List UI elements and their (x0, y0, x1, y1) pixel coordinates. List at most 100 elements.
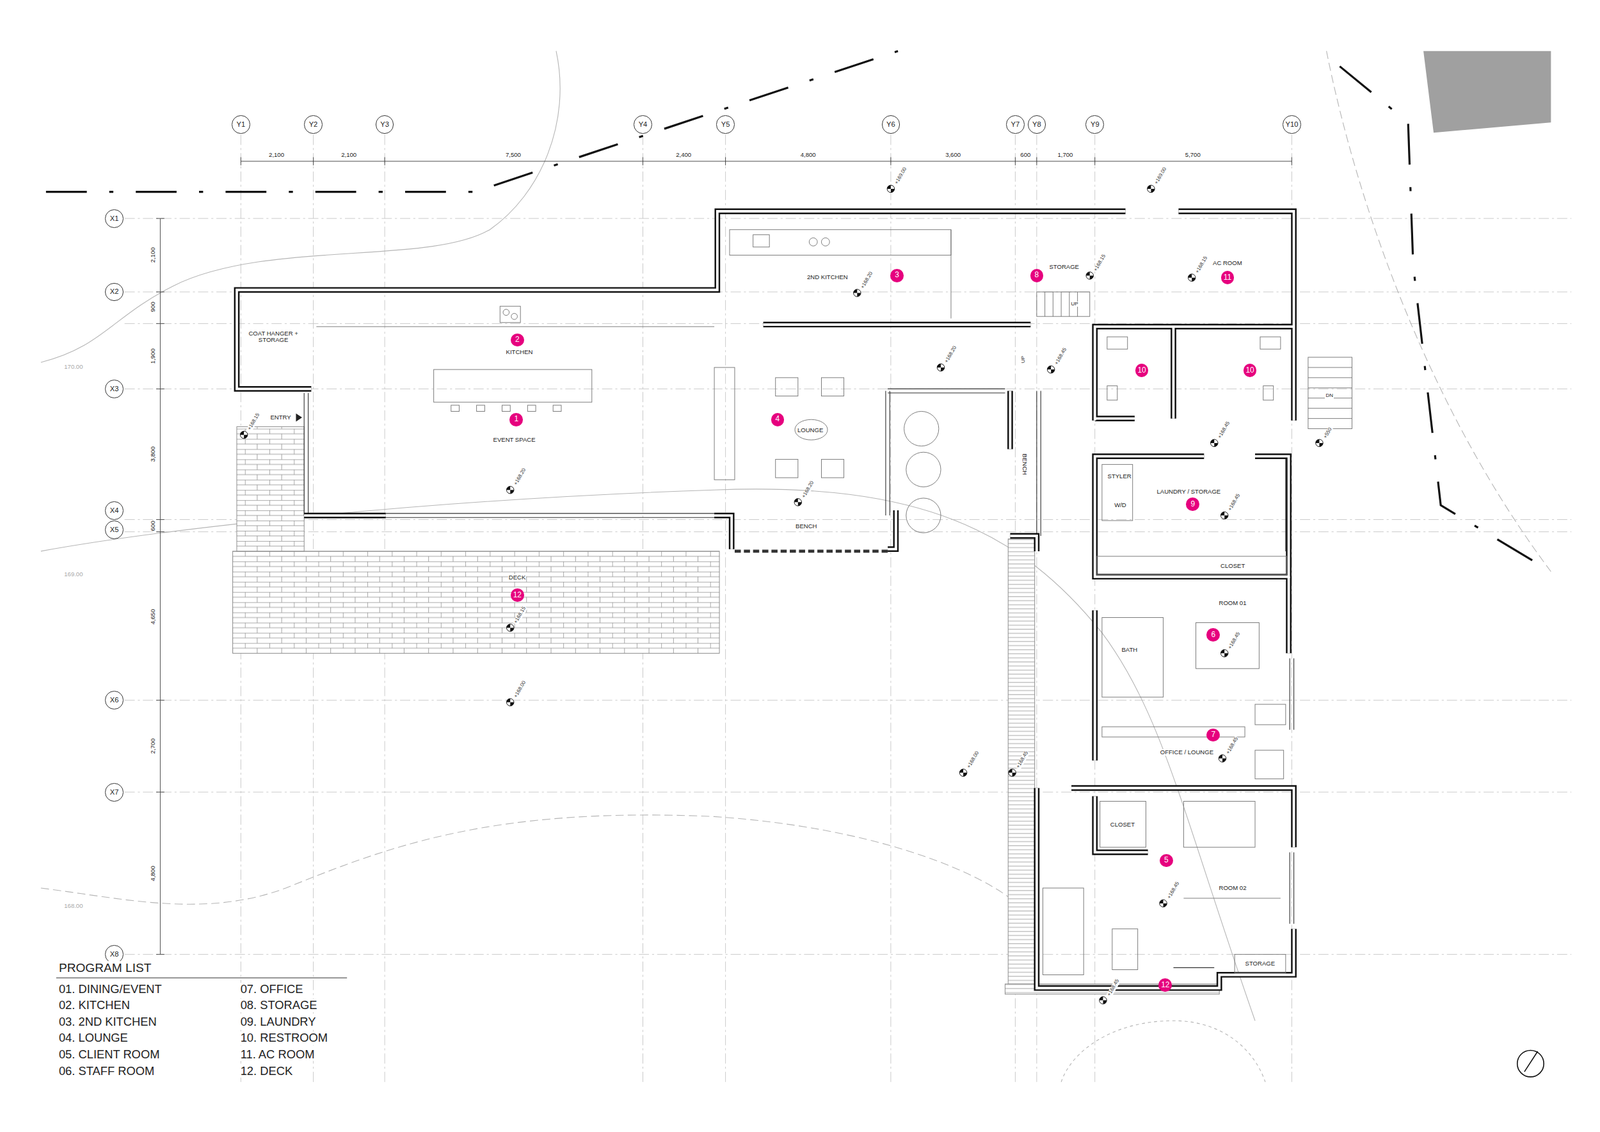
grid-label: X7 (110, 788, 120, 796)
grid-bubble: X1 (104, 209, 124, 228)
furniture (1255, 750, 1284, 779)
furniture (1112, 928, 1138, 970)
level-symbol (1220, 511, 1228, 519)
level-symbol (1218, 754, 1226, 762)
furniture (906, 451, 941, 487)
level-symbol (1187, 273, 1195, 281)
furniture (1183, 800, 1256, 847)
level-symbol (1008, 768, 1016, 776)
dimension-label: 1,700 (1057, 151, 1074, 159)
room-label: STORAGE (1244, 960, 1277, 968)
glazing (385, 513, 715, 518)
level-symbol (506, 624, 514, 632)
contour-elevation: 170.00 (63, 363, 84, 371)
room-label: W/D (1113, 501, 1128, 509)
grid-label: X6 (110, 696, 120, 704)
room-label: AC ROOM (1212, 259, 1243, 267)
level-symbol (1159, 899, 1167, 907)
contour-line (40, 814, 1011, 904)
level-symbol (506, 698, 514, 706)
level-symbol (1086, 272, 1094, 280)
grid-label: Y9 (1090, 120, 1100, 128)
room-label: STYLER (1107, 472, 1133, 480)
level-symbol (506, 698, 514, 706)
furniture (476, 405, 486, 412)
dimension-label: 2,100 (340, 151, 358, 159)
level-symbol (936, 363, 944, 371)
level-symbol (1220, 511, 1228, 519)
level-symbol (1099, 996, 1107, 1004)
callout-text: 8 (1034, 271, 1040, 280)
level-symbol (1047, 365, 1055, 373)
room-label: ROOM 01 (1218, 599, 1248, 607)
grid-bubble: Y6 (881, 115, 901, 134)
program-item: 08. STORAGE (240, 998, 319, 1012)
callout-text: 10 (1245, 366, 1254, 375)
contour-line (1061, 1020, 1266, 1082)
level-mark: +168.00 (965, 749, 981, 770)
callout-number: 6 (1206, 627, 1220, 642)
callout-text: 3 (894, 271, 900, 280)
level-mark: +168.15 (1194, 254, 1209, 275)
contour-line (40, 488, 1256, 1021)
room-label: UP (1020, 355, 1027, 364)
property-line (1339, 66, 1551, 572)
level-symbol (1210, 439, 1218, 447)
room-label: BATH (1120, 646, 1138, 654)
north-arrow (1517, 1049, 1544, 1076)
furniture (1263, 385, 1274, 400)
level-symbol (506, 485, 514, 493)
wall (236, 211, 1295, 988)
dimension-label: 900 (149, 301, 157, 313)
level-symbol (506, 698, 514, 706)
level-symbol (1086, 272, 1094, 280)
furniture (775, 377, 799, 397)
glazing (887, 388, 1005, 393)
level-symbol (887, 184, 895, 192)
callout-number: 10 (1243, 363, 1257, 377)
glazing (1036, 391, 1041, 536)
furniture (501, 405, 511, 412)
level-mark: +169.00 (1153, 165, 1169, 186)
level-symbol (1047, 365, 1055, 373)
program-item: 12. DECK (240, 1064, 294, 1078)
dimension-label: 600 (149, 519, 157, 532)
glazing (304, 392, 308, 516)
level-symbol (853, 289, 861, 297)
level-mark: +168.45 (1224, 735, 1240, 756)
grid-line (124, 699, 1572, 701)
furniture (821, 237, 830, 246)
level-symbol (794, 498, 802, 506)
program-item: 01. DINING/EVENT (58, 982, 163, 996)
callout-number: 9 (1185, 497, 1200, 511)
grid-line (124, 519, 1572, 520)
grid-label: X3 (110, 385, 120, 393)
level-symbol (1008, 768, 1016, 776)
callout-text: 7 (1210, 730, 1216, 739)
dimension-label: 3,800 (149, 445, 157, 463)
grid-bubble: Y9 (1085, 115, 1104, 134)
furniture (714, 367, 735, 480)
level-symbol (506, 624, 514, 632)
room-label: LAUNDRY / STORAGE (1155, 488, 1222, 496)
level-symbol (1086, 272, 1094, 280)
callout-text: 12 (513, 591, 522, 600)
dimension-line (156, 218, 165, 954)
room-label: UP (1070, 301, 1079, 308)
level-mark: +168.20 (859, 270, 875, 290)
room-label: LOUNGE (796, 426, 824, 434)
level-symbol (506, 485, 514, 493)
level-symbol (1315, 439, 1323, 447)
grid-bubble: Y1 (231, 115, 251, 134)
room-label: ROOM 02 (1218, 884, 1248, 892)
deck-paving (1008, 538, 1035, 984)
wall (236, 211, 1295, 988)
level-symbol (1315, 439, 1323, 447)
callout-number: 1 (509, 412, 523, 427)
furniture (451, 405, 460, 412)
grid-bubble: X3 (104, 379, 124, 399)
level-symbol (959, 768, 967, 776)
furniture (906, 497, 941, 533)
furniture (1308, 367, 1353, 419)
